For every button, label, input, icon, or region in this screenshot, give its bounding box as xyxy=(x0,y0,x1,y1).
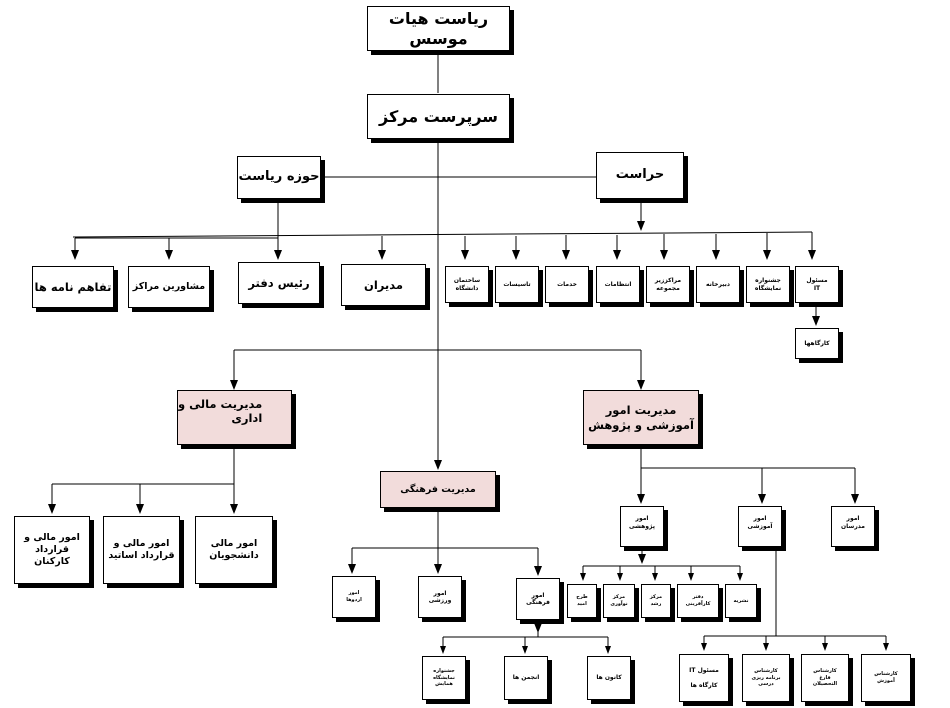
mou-box: تفاهم نامه ها xyxy=(32,266,114,308)
graduates-expert-box: کارشناس فارغ التحصیلان xyxy=(801,654,849,702)
planning-expert-box: کارشناس برنامه ریزی درسی xyxy=(742,654,790,702)
festival-box: جشنواره نمایشگاه xyxy=(746,266,790,303)
research-box: امور پژوهشی xyxy=(620,506,664,547)
publication-box: نشریه xyxy=(725,584,757,618)
hope-plan-box: طرح امید xyxy=(567,584,597,618)
sports-box: امور ورزشی xyxy=(418,576,462,618)
entrepreneurship-office-box: دفتر کارآفرینی xyxy=(677,584,719,618)
training-expert-box: کارشناس آموزش xyxy=(861,654,911,702)
educational-box: امور آموزشی xyxy=(738,506,782,547)
education-management-box: مدیریت امور آموزشی و پژوهش xyxy=(583,390,699,445)
student-finance-box: امور مالی دانشجویان xyxy=(195,516,273,584)
services-box: خدمات xyxy=(545,266,589,303)
growth-center-box: مرکز رشد xyxy=(641,584,671,618)
teachers-box: امور مدرسان xyxy=(831,506,875,547)
workshops-box: کارگاهها xyxy=(795,328,839,359)
associations-box: انجمن ها xyxy=(504,656,548,700)
managers-box: مدیران xyxy=(341,264,426,306)
presidency-box: حوزه ریاست xyxy=(237,156,321,199)
university-buildings-box: ساختمان دانشگاه xyxy=(445,266,489,303)
cultural-management-box: مدیریت فرهنگی xyxy=(380,471,496,508)
it-workshops-box: مسئول IT کارگاه ها xyxy=(679,654,729,702)
office-head-box: رئیس دفتر xyxy=(238,262,320,304)
supplies-box: انتظامات xyxy=(596,266,640,303)
facilities-box: تاسیسات xyxy=(495,266,539,303)
festival-conference-box: جشنواره نمایشگاه همایش xyxy=(422,656,466,700)
centers-box: کانون ها xyxy=(587,656,631,700)
root-box: ریاست هیات موسس xyxy=(367,6,510,51)
finance-management-box: مدیریت مالی و اداری xyxy=(177,390,292,445)
cultural-affairs-box: امور فرهنگی xyxy=(516,578,560,620)
professor-contracts-box: امور مالی و قرارداد اساتید xyxy=(103,516,180,584)
supervisor-box: سرپرست مرکز xyxy=(367,94,510,139)
subcenters-box: مراکززیر مجموعه xyxy=(646,266,690,303)
staff-contracts-box: امور مالی و قرارداد کارکنان xyxy=(14,516,90,584)
it-box: مسئول IT xyxy=(795,266,839,303)
secretariat-box: دبیرخانه xyxy=(696,266,740,303)
security-box: حراست xyxy=(596,152,684,199)
innovation-center-box: مرکز نوآوری xyxy=(603,584,635,618)
camps-box: امور اردوها xyxy=(332,576,376,618)
advisors-box: مشاورین مراکز xyxy=(128,266,210,308)
